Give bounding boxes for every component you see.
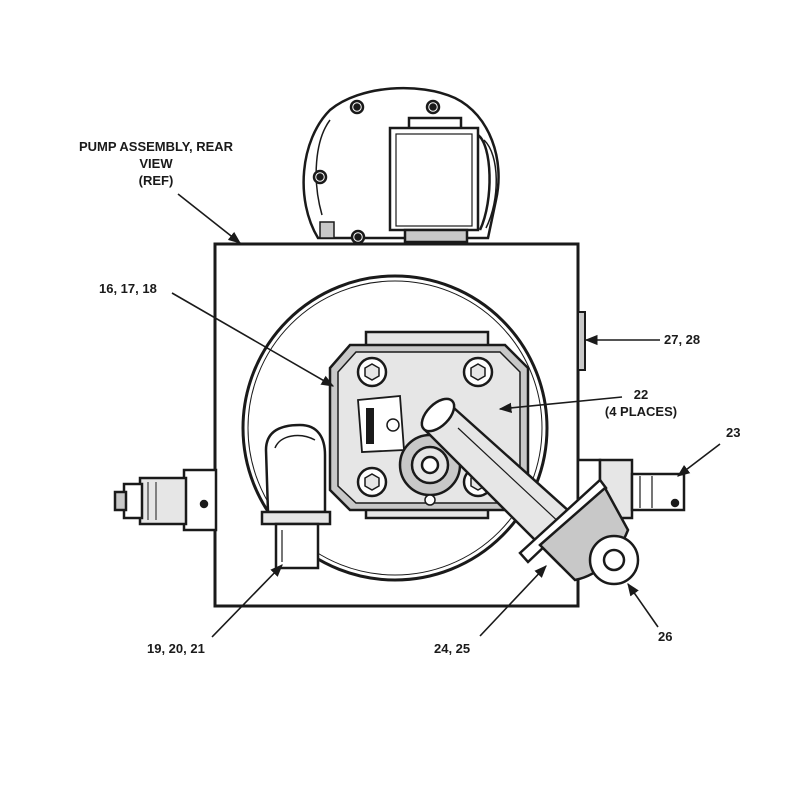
callout-24-25: 24, 25 <box>434 641 471 656</box>
callout-27-28: 27, 28 <box>664 332 701 347</box>
callout-19-20-21: 19, 20, 21 <box>147 641 205 656</box>
callout-pump-assembly: PUMP ASSEMBLY, REAR VIEW (REF) <box>58 138 254 189</box>
leader-23 <box>676 443 721 477</box>
callout-22-line1: 22 <box>633 387 649 402</box>
callout-23: 23 <box>726 425 741 440</box>
leader-pump-ref <box>177 193 242 244</box>
motor-junction-box <box>388 116 497 244</box>
leader-24 <box>479 565 547 637</box>
callout-22: 22 (4 PLACES) <box>593 386 689 420</box>
eye-bolt <box>588 534 640 586</box>
callout-pump-line2: VIEW <box>139 156 173 171</box>
leader-22 <box>498 396 623 413</box>
callout-16-17-18: 16, 17, 18 <box>99 281 157 296</box>
left-valve <box>113 468 218 532</box>
callout-pump-line1: PUMP ASSEMBLY, REAR <box>78 139 234 154</box>
side-plate <box>577 311 586 371</box>
callout-pump-line3: (REF) <box>138 173 174 188</box>
elbow-fitting <box>260 423 332 570</box>
leader-16 <box>171 292 335 387</box>
callout-26: 26 <box>658 629 673 644</box>
leader-lines <box>171 193 721 638</box>
callout-22-line2: (4 PLACES) <box>604 404 678 419</box>
leader-19 <box>211 564 283 638</box>
leader-26 <box>627 582 659 628</box>
